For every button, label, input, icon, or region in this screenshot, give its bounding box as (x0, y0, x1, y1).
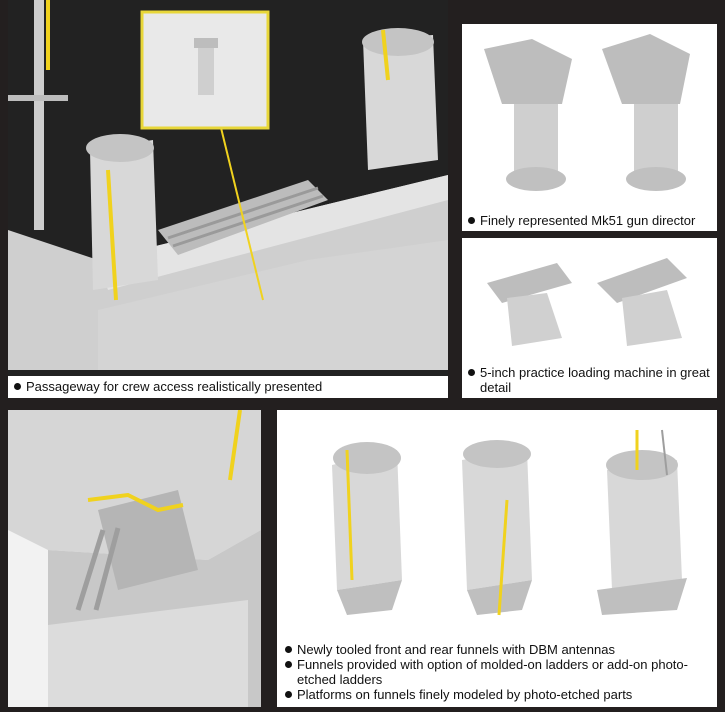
caption-funnels: Newly tooled front and rear funnels with… (277, 638, 717, 707)
panel-main-ship: Passageway for crew access realistically… (8, 0, 448, 398)
caption-loader: 5-inch practice loading machine in great… (462, 362, 717, 398)
director-render (484, 34, 690, 191)
bullet-icon (468, 369, 475, 376)
funnels-render (332, 429, 687, 616)
loader-render (487, 258, 687, 346)
panel-funnels: Newly tooled front and rear funnels with… (277, 410, 717, 707)
caption-text: Passageway for crew access realistically… (26, 379, 323, 394)
panel-loading-machine: 5-inch practice loading machine in great… (462, 238, 717, 398)
caption-text: Platforms on funnels finely modeled by p… (297, 687, 633, 702)
bullet-icon (14, 383, 21, 390)
caption-director: Finely represented Mk51 gun director (462, 210, 717, 231)
caption-text: Funnels provided with option of molded-o… (297, 657, 688, 687)
bullet-icon (285, 646, 292, 653)
funnel-caption-line: Platforms on funnels finely modeled by p… (285, 687, 709, 702)
caption-passageway: Passageway for crew access realistically… (8, 376, 448, 398)
gun-mount-render (8, 410, 261, 707)
caption-text: Newly tooled front and rear funnels with… (297, 642, 615, 657)
bullet-icon (285, 691, 292, 698)
funnel-caption-line: Funnels provided with option of molded-o… (285, 657, 709, 687)
panel-gun-mount (8, 410, 261, 707)
bullet-icon (468, 217, 475, 224)
caption-text: 5-inch practice loading machine in great… (480, 365, 710, 395)
caption-text: Finely represented Mk51 gun director (480, 213, 696, 228)
bullet-icon (285, 661, 292, 668)
ship-render (8, 0, 448, 398)
funnel-caption-line: Newly tooled front and rear funnels with… (285, 642, 709, 657)
panel-director: Finely represented Mk51 gun director (462, 24, 717, 231)
